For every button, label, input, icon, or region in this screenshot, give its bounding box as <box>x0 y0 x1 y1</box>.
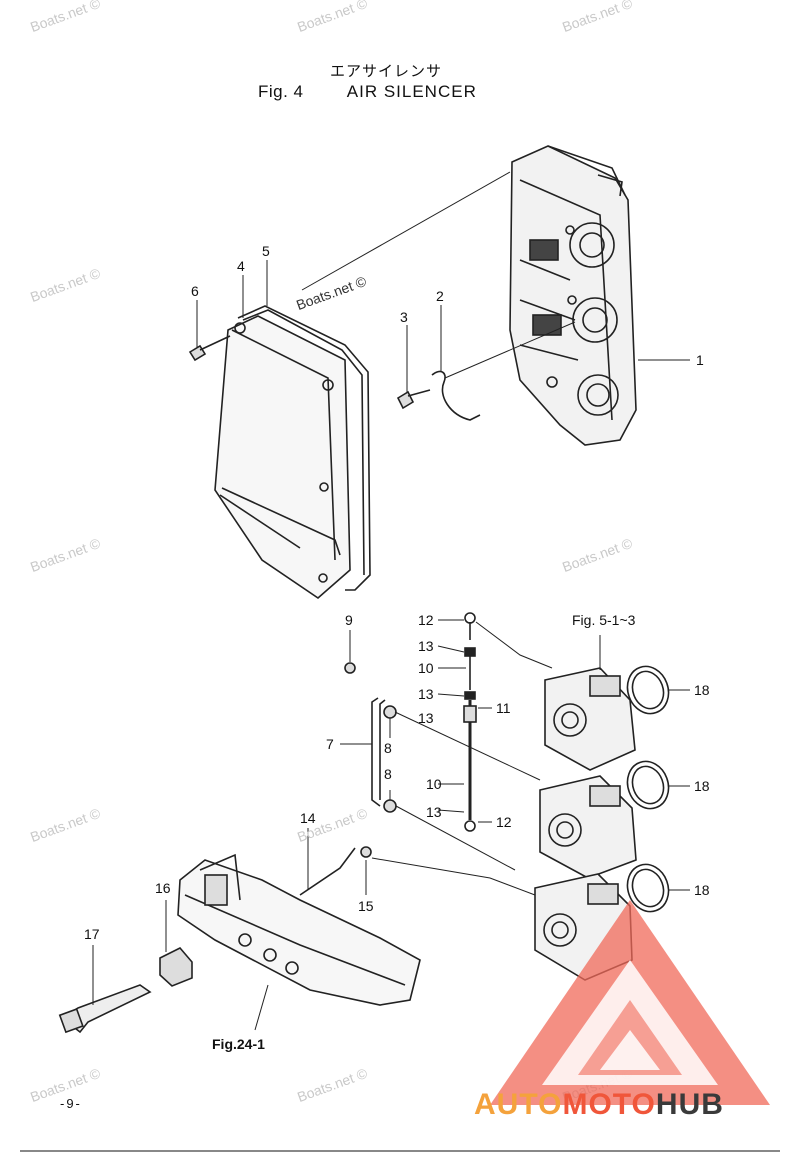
callout-12: 12 <box>496 814 512 830</box>
callout-3: 3 <box>400 309 408 325</box>
title-japanese: エアサイレンサ <box>330 62 443 80</box>
carburetor-stack <box>534 635 637 981</box>
page-number: -9- <box>60 1096 82 1111</box>
callout-2: 2 <box>436 288 444 304</box>
fig-ref-carburetor: Fig. 5-1~3 <box>572 612 636 628</box>
callout-13: 13 <box>418 638 434 654</box>
figure-name: AIR SILENCER <box>346 82 477 101</box>
bottom-rule <box>20 1150 780 1152</box>
linkage-rod-assembly <box>340 612 553 871</box>
callout-4: 4 <box>237 258 245 274</box>
figure-number: Fig. 4 <box>258 82 304 101</box>
callout-16: 16 <box>155 880 171 896</box>
callout-12: 12 <box>418 612 434 628</box>
callout-8: 8 <box>384 766 392 782</box>
brand-logo-triangle <box>490 900 770 1105</box>
callout-17: 17 <box>84 926 100 942</box>
callout-18: 18 <box>694 882 710 898</box>
brand-part-moto: MOTO <box>562 1088 656 1121</box>
brand-wordmark: AUTOMOTOHUB <box>474 1088 724 1122</box>
brand-part-hub: HUB <box>655 1088 724 1121</box>
silencer-cover-part-4 <box>214 315 351 600</box>
gasket-rings-part-18 <box>626 665 690 913</box>
callout-6: 6 <box>191 283 199 299</box>
figure-title: Fig. 4 AIR SILENCER <box>258 82 477 102</box>
callout-9: 9 <box>345 612 353 628</box>
callout-10: 10 <box>418 660 434 676</box>
callout-5: 5 <box>262 243 270 259</box>
callout-18: 18 <box>694 682 710 698</box>
callout-13: 13 <box>418 710 434 726</box>
callout-1: 1 <box>696 352 704 368</box>
callout-10: 10 <box>426 776 442 792</box>
callout-7: 7 <box>326 736 334 752</box>
callout-15: 15 <box>358 898 374 914</box>
callout-8: 8 <box>384 740 392 756</box>
silencer-case-part-1 <box>509 145 637 446</box>
callout-13: 13 <box>418 686 434 702</box>
callout-13: 13 <box>426 804 442 820</box>
brand-part-auto: AUTO <box>474 1088 563 1121</box>
callout-14: 14 <box>300 810 316 826</box>
callout-18: 18 <box>694 778 710 794</box>
fig-ref-bottom: Fig.24-1 <box>212 1036 265 1052</box>
callout-11: 11 <box>496 700 511 716</box>
gasket-part-5 <box>237 305 371 591</box>
bottom-cowling-bracket <box>177 853 421 1006</box>
